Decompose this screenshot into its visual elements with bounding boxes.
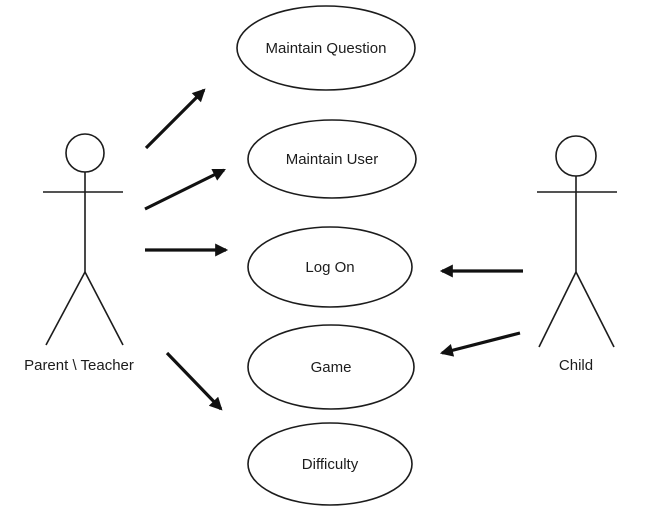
association-parent-maintain-user [144, 168, 226, 211]
usecase-label: Maintain Question [266, 40, 387, 57]
usecase-maintain-user: Maintain User [247, 119, 417, 199]
usecase-maintain-question: Maintain Question [236, 5, 416, 91]
actor-left-leg [45, 271, 86, 346]
actor-head [555, 135, 597, 177]
actor-right-leg [575, 271, 615, 348]
actor-left-leg [538, 271, 577, 348]
usecase-label: Game [311, 359, 352, 376]
association-parent-maintain-question [144, 88, 206, 150]
actor-label: Child [559, 357, 593, 374]
usecase-label: Difficulty [302, 456, 359, 473]
usecase-ellipse [247, 324, 415, 410]
association-child-game [439, 331, 521, 357]
usecase-ellipse [247, 226, 413, 308]
actor-right-leg [84, 271, 124, 346]
usecase-game: Game [247, 324, 415, 410]
actor-head [65, 133, 105, 173]
usecase-label: Log On [305, 259, 354, 276]
usecase-log-on: Log On [247, 226, 413, 308]
usecase-ellipse [236, 5, 416, 91]
usecase-difficulty: Difficulty [247, 422, 413, 506]
actor-child: Child [537, 135, 617, 374]
usecase-label: Maintain User [286, 151, 379, 168]
actor-label: Parent \ Teacher [24, 357, 134, 374]
usecase-ellipse [247, 422, 413, 506]
actor-parent-teacher: Parent \ Teacher [24, 133, 134, 374]
association-parent-difficulty [165, 351, 223, 411]
usecase-ellipse [247, 119, 417, 199]
